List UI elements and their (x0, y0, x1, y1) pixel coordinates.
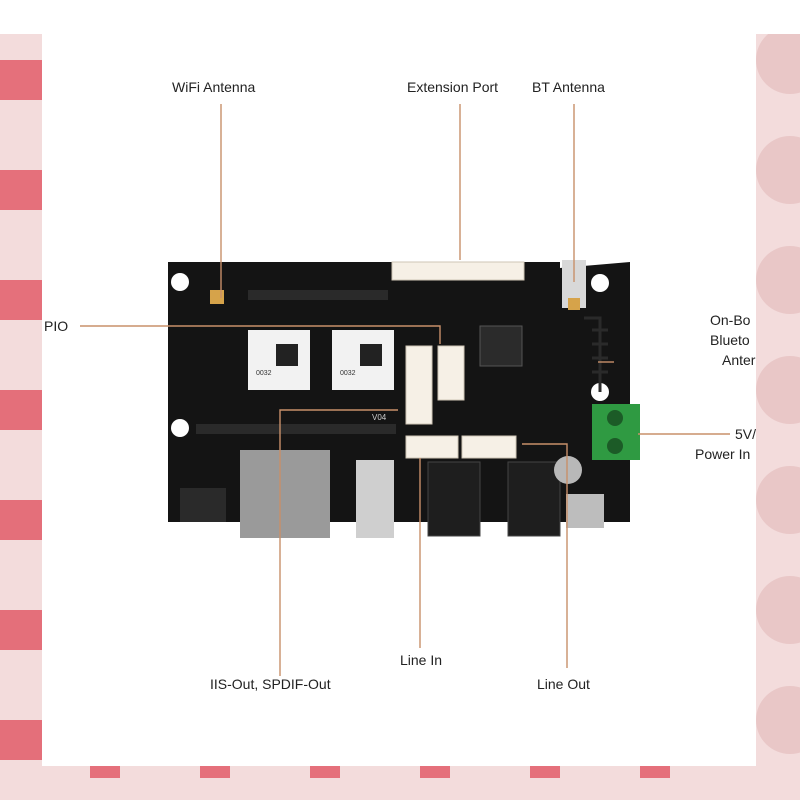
label-onboard-line1: On-Bo (710, 312, 751, 328)
module-code-1: 0032 (256, 370, 272, 377)
label-bt-antenna: BT Antenna (532, 79, 605, 95)
label-onboard-line2: Blueto (710, 332, 750, 348)
main-chip (479, 325, 523, 367)
onboard-bt-antenna (584, 316, 608, 392)
label-onboard-line3: Anter (722, 352, 756, 368)
extension-port-connector (391, 261, 525, 281)
label-wifi-antenna: WiFi Antenna (172, 79, 256, 95)
pin-header-top (248, 290, 388, 300)
label-power-line1: 5V/ (735, 426, 756, 442)
pcb-board (168, 262, 630, 522)
mounting-hole (591, 274, 609, 292)
label-extension-port: Extension Port (407, 79, 499, 95)
label-line-out: Line Out (537, 676, 590, 692)
pin-header-bottom (196, 424, 396, 434)
audio-jack-in (427, 461, 481, 537)
label-line-in: Line In (400, 652, 443, 668)
connector-v1 (405, 345, 433, 425)
wifi-antenna-connector (210, 290, 224, 304)
silk-version: V04 (372, 413, 387, 422)
capacitor (554, 456, 582, 484)
label-pio: PIO (44, 318, 69, 334)
diagram-card: 0032 0032 V04 (42, 34, 756, 766)
usb-port (356, 460, 394, 538)
button (180, 488, 226, 522)
module-code-2: 0032 (340, 370, 356, 377)
leader-lines (80, 104, 730, 676)
label-power-line2: Power In (695, 446, 751, 462)
connector-v2 (437, 345, 465, 401)
mounting-hole (171, 419, 189, 437)
ethernet-port (240, 450, 330, 538)
board-diagram: 0032 0032 V04 (80, 104, 730, 676)
label-iis-spdif: IIS-Out, SPDIF-Out (210, 676, 331, 692)
connector-h2 (461, 435, 517, 459)
connector-h1 (405, 435, 459, 459)
mounting-hole (171, 273, 189, 291)
audio-jack-out (507, 461, 561, 537)
micro-usb (566, 494, 604, 528)
